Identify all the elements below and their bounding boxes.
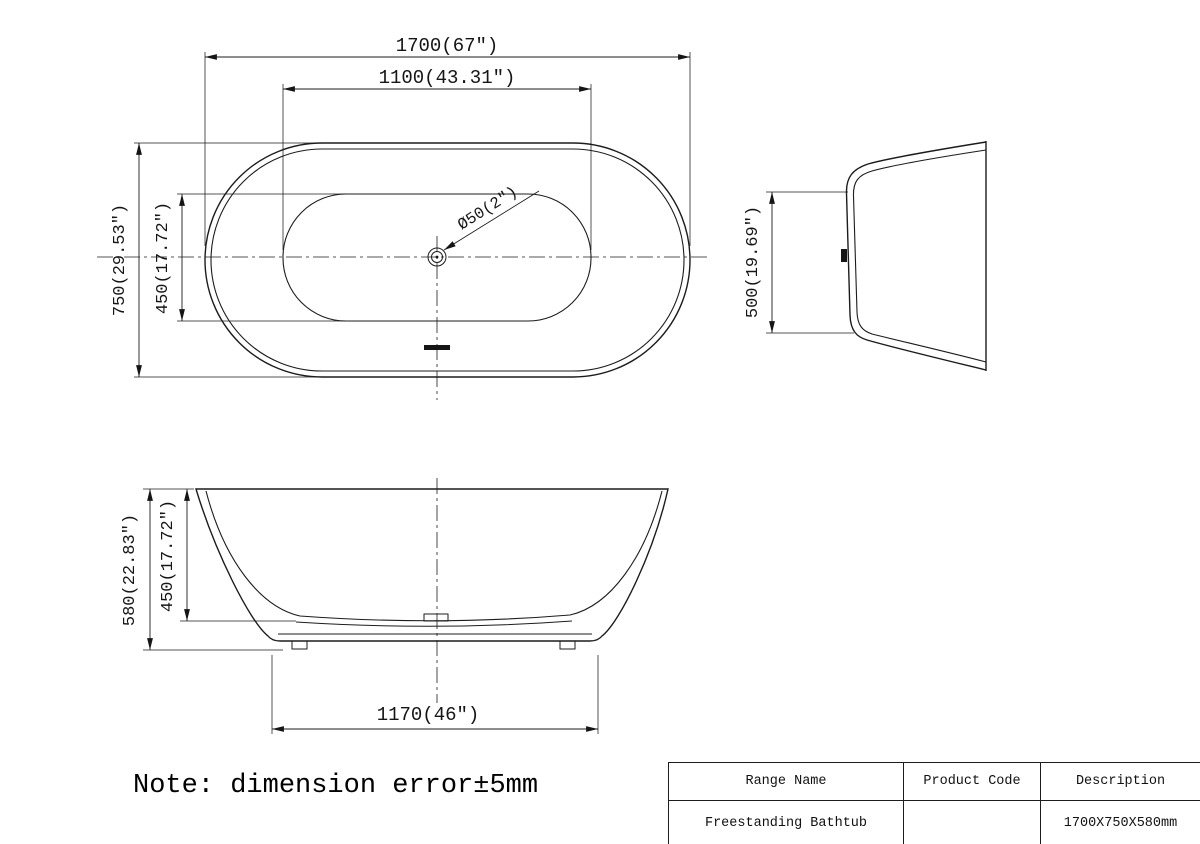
plan-outer-rim-outline	[204, 142, 691, 378]
overflow-tick	[841, 249, 847, 262]
drain-symbol	[427, 247, 447, 267]
end-view: 500(19.69″)	[744, 141, 987, 371]
front-outer-silhouette	[195, 488, 669, 642]
dim-label-length-inner: 1100(43.31″)	[379, 67, 516, 89]
drain-inner-circle	[431, 251, 443, 263]
spec-cell-product-code	[903, 800, 1041, 844]
dim-label-end-height: 500(19.69″)	[744, 206, 763, 318]
dim-label-base-length: 1170(46″)	[377, 704, 480, 726]
spec-cell-range-name: Freestanding Bathtub	[668, 800, 904, 844]
front-view: 580(22.83″) 450(17.72″) 1170(46″)	[121, 478, 669, 734]
dim-label-height-outer: 580(22.83″)	[121, 514, 140, 626]
dim-label-width-outer: 750(29.53″)	[111, 204, 130, 316]
front-inner-basin-curve	[205, 490, 663, 622]
end-view-outer-profile	[845, 141, 987, 371]
front-basin-floor-line	[295, 620, 573, 627]
dim-label-length-outer: 1700(67″)	[396, 35, 499, 57]
spec-header-product-code: Product Code	[903, 762, 1041, 801]
foot-right	[559, 640, 576, 650]
spec-table-data-row: Freestanding Bathtub 1700X750X580mm	[668, 800, 1200, 844]
dim-label-width-inner: 450(17.72″)	[154, 202, 173, 314]
spec-header-range-name: Range Name	[668, 762, 904, 801]
note-text: Note: dimension error±5mm	[133, 771, 539, 801]
overflow-marker	[424, 345, 450, 350]
spec-table: Range Name Product Code Description Free…	[668, 762, 1200, 844]
spec-cell-description: 1700X750X580mm	[1040, 800, 1200, 844]
spec-table-header-row: Range Name Product Code Description	[668, 762, 1200, 801]
spec-header-description: Description	[1040, 762, 1200, 801]
drain-outer-circle	[427, 247, 447, 267]
drain-bump	[423, 613, 449, 622]
plan-inner-rim-outline	[210, 148, 685, 372]
dim-label-height-inner: 450(17.72″)	[159, 500, 178, 612]
foot-left	[291, 640, 308, 650]
drain-center-dot	[435, 255, 439, 259]
plan-basin-outline	[282, 193, 592, 322]
end-view-inner-profile	[852, 149, 987, 363]
drain-leader-line	[443, 190, 540, 251]
plan-view: Ø50(2″) 1700(67″) 1100(43.31″) 750(29.53…	[97, 35, 710, 400]
